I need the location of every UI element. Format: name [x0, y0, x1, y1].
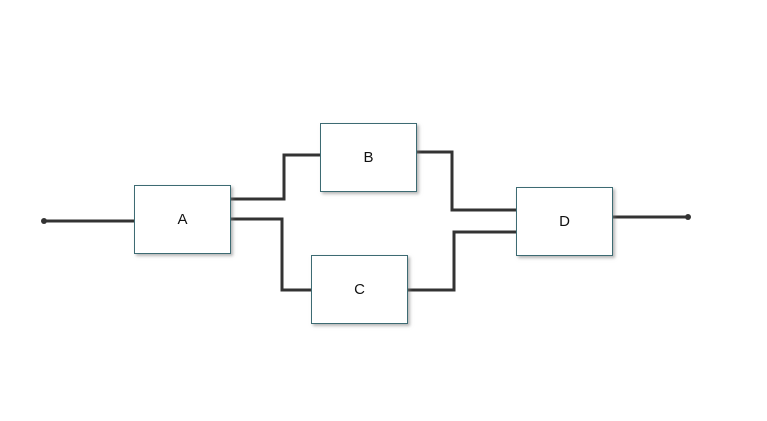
block-a-label: A: [177, 211, 188, 228]
block-c: C: [311, 255, 408, 324]
wire-a-to-b: [231, 153, 320, 201]
block-d-label: D: [559, 213, 570, 230]
wire-a-to-c: [231, 217, 311, 292]
block-c-label: C: [354, 281, 365, 298]
block-d: D: [516, 187, 613, 256]
block-b-label: B: [363, 149, 374, 166]
block-a: A: [134, 185, 231, 254]
block-b: B: [320, 123, 417, 192]
wire-b-to-d: [417, 150, 516, 212]
output-terminal-dot: [685, 214, 691, 220]
input-terminal-dot: [41, 218, 47, 224]
wire-c-to-d: [408, 230, 516, 292]
